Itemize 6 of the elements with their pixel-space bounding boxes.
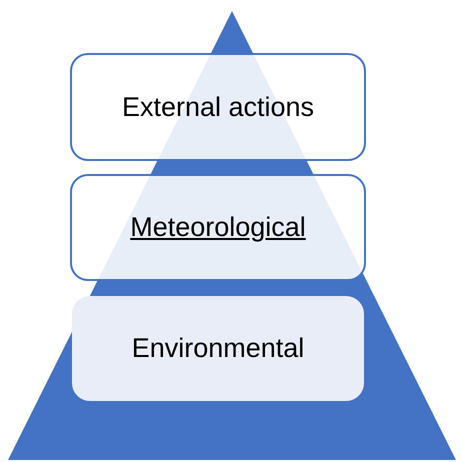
tier-box (70, 174, 366, 281)
tier-label: Environmental (132, 333, 304, 364)
tier-box (72, 296, 364, 401)
tier-label: External actions (122, 92, 314, 122)
tier-label: Meteorological (130, 212, 306, 243)
tier-box (70, 53, 366, 161)
